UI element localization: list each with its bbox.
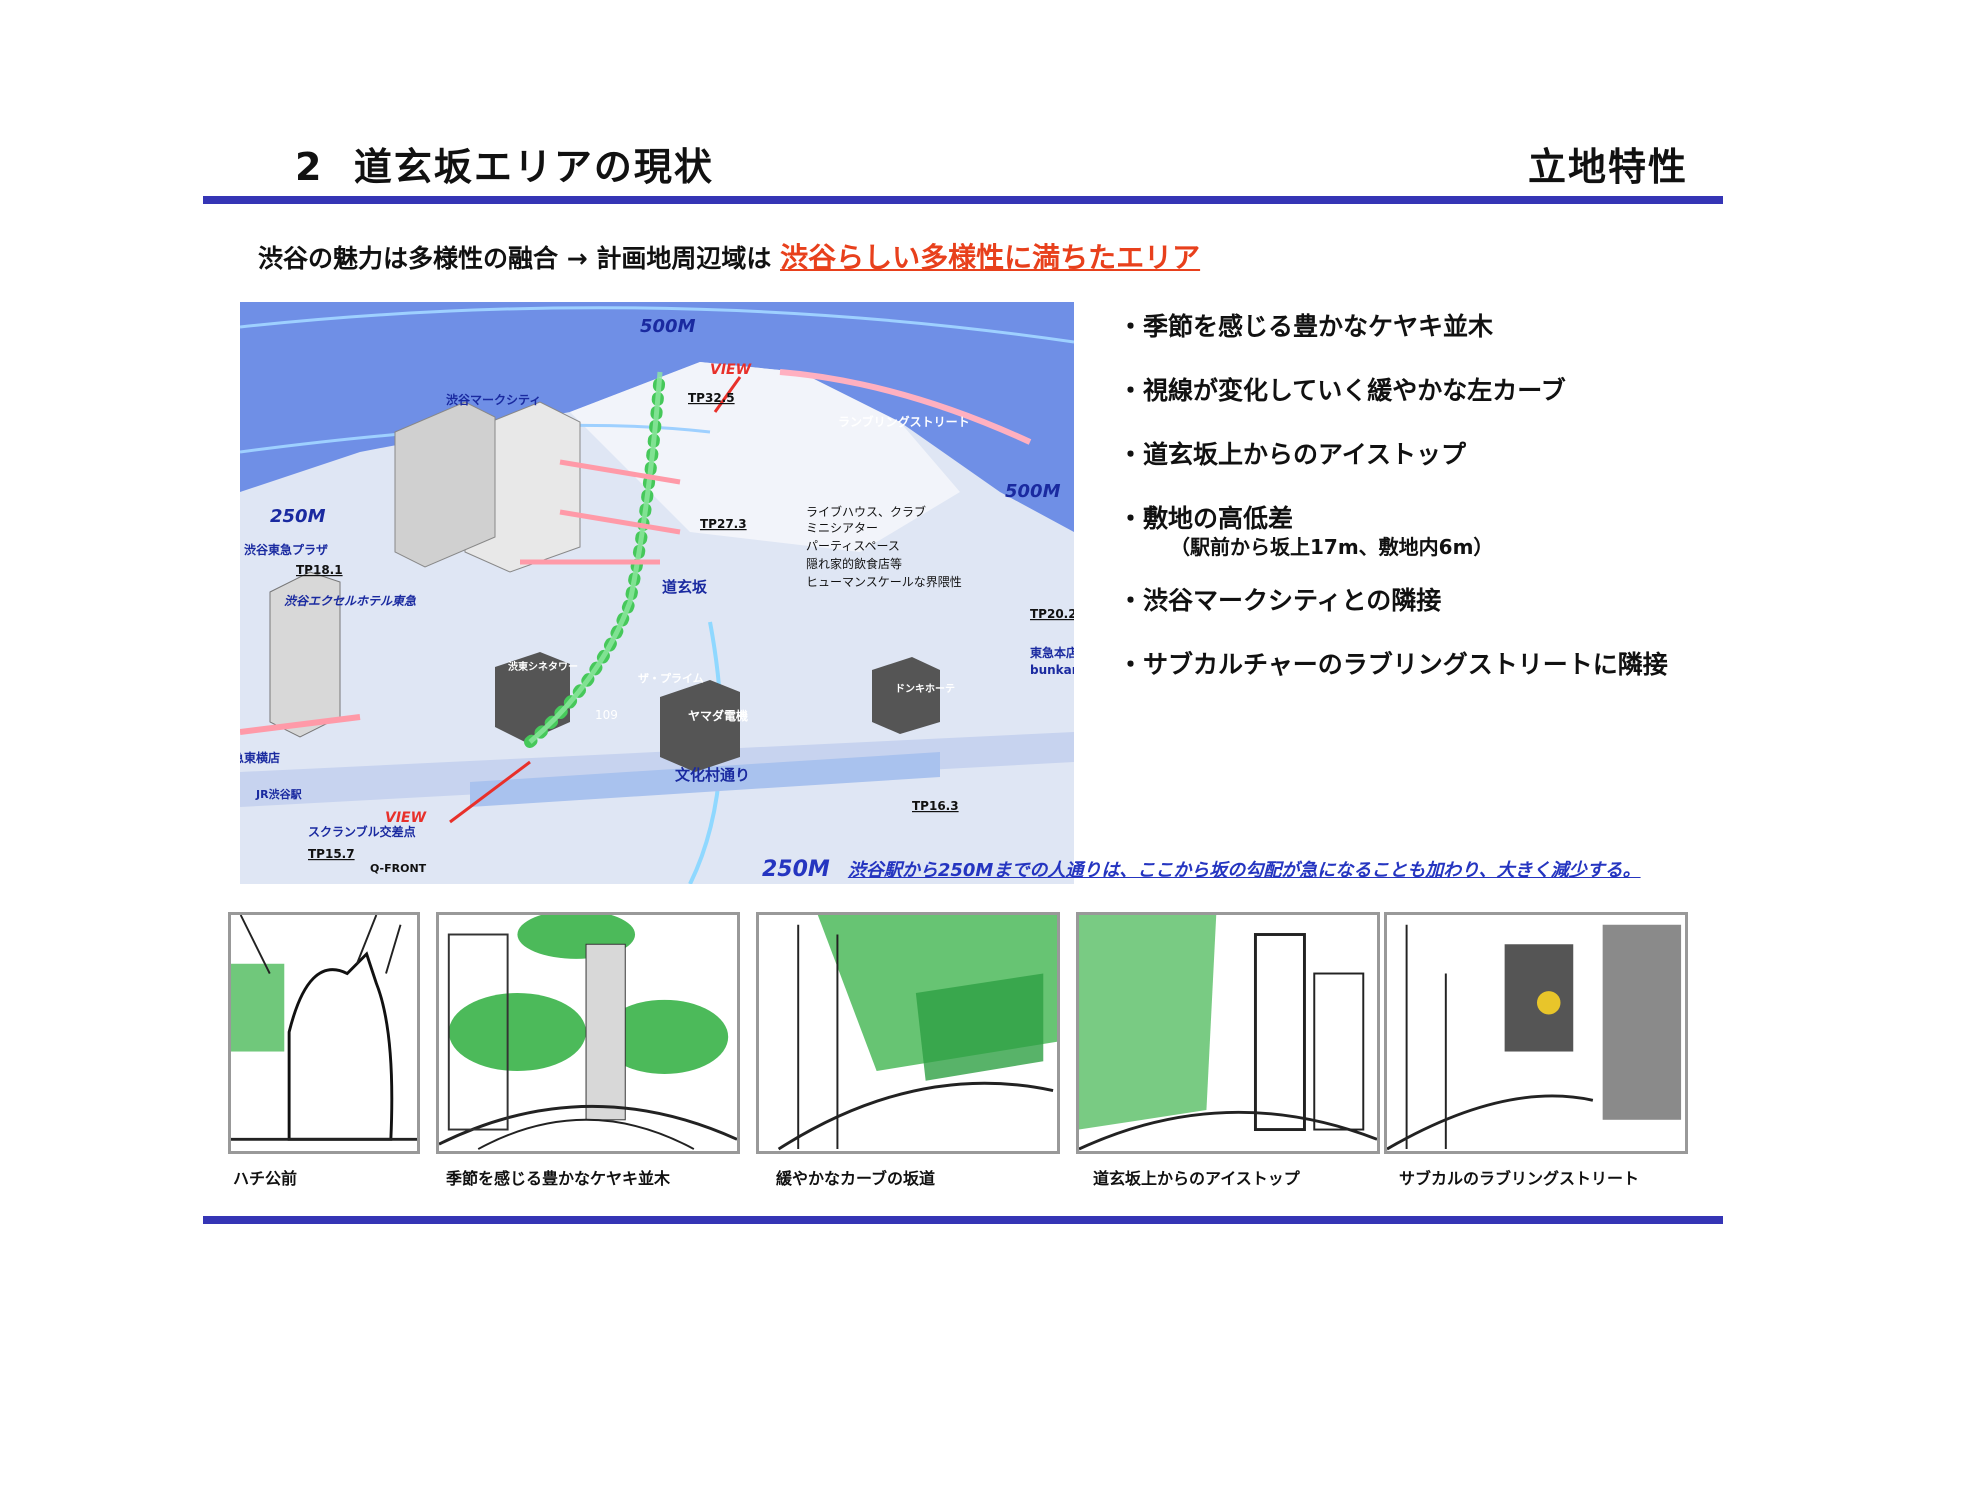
yamada-building — [660, 680, 740, 772]
radius-500-arc — [240, 306, 1074, 344]
mark-city-tower — [394, 401, 496, 568]
bottom-rule — [203, 1216, 1723, 1224]
label-500m-top: 500M — [640, 316, 696, 337]
feature-item: ・視線が変化していく緩やかな左カーブ — [1118, 376, 1566, 405]
label-donki: ドンキホーテ — [895, 683, 955, 695]
sketch-hachiko — [228, 912, 420, 1154]
label-109: 109 — [595, 708, 618, 722]
label-the-prime: ザ・プライム — [638, 671, 704, 685]
rambling-arrow — [779, 369, 1032, 445]
section-category: 立地特性 — [1528, 145, 1689, 189]
label-500m-right: 500M — [1005, 481, 1061, 502]
label-qfront: Q-FRONT — [370, 862, 427, 875]
thumbnail-caption: 緩やかなカーブの坂道 — [776, 1169, 936, 1188]
dogenzaka-route — [528, 371, 663, 744]
label-venue-3: パーティスペース — [806, 539, 900, 553]
label-jr: JR渋谷駅 — [255, 787, 302, 801]
pink-arrow-1 — [559, 459, 681, 485]
label-venue-2: ミニシアター — [806, 521, 878, 535]
pink-arrow-2 — [559, 509, 681, 535]
sketch-rambling-street-drawing — [1387, 915, 1685, 1151]
thumbnail-caption: 季節を感じる豊かなケヤキ並木 — [446, 1169, 671, 1188]
upper-block — [570, 362, 960, 552]
label-tp15: TP15.7 — [308, 847, 355, 861]
label-venue-1: ライブハウス、クラブ — [806, 504, 926, 519]
feature-item: ・サブカルチャーのラブリングストリートに隣接 — [1118, 650, 1668, 679]
feature-subnote: （駅前から坂上17m、敷地内6m） — [1170, 535, 1494, 559]
label-bunkamura: bunkamura — [1030, 663, 1074, 677]
road-band — [240, 732, 1074, 807]
label-tokyu-plaza: 渋谷東急プラザ — [244, 542, 328, 557]
sketch-keyaki-trees — [436, 912, 740, 1154]
map-caption: 250M 渋谷駅から250Mまでの人通りは、ここから坂の勾配が急になることも加わり… — [762, 856, 1641, 882]
caption-text: 渋谷駅から250Mまでの人通りは、ここから坂の勾配が急になることも加わり、大きく… — [847, 860, 1641, 881]
area-map: 500M 500M 250M VIEW VIEW 渋谷マークシティ TP32.5… — [240, 302, 1074, 884]
label-tp18: TP18.1 — [296, 563, 343, 577]
label-tp16: TP16.3 — [912, 799, 959, 813]
section-title: 道玄坂エリアの現状 — [353, 145, 714, 189]
label-tokyu-honten: 東急本店 — [1030, 645, 1074, 660]
label-tp27: TP27.3 — [700, 517, 747, 531]
thumbnail-caption: サブカルのラブリングストリート — [1399, 1169, 1640, 1188]
label-tp32: TP32.5 — [688, 391, 735, 405]
bunkamura-dori-road — [470, 752, 940, 807]
feature-item: ・道玄坂上からのアイストップ — [1118, 440, 1467, 469]
label-venue-4: 隠れ家的飲食店等 — [806, 556, 902, 571]
sketch-eye-stop-drawing — [1079, 915, 1377, 1151]
label-toyoko: 東急東横店 — [240, 750, 280, 765]
feature-item: ・季節を感じる豊かなケヤキ並木 — [1118, 312, 1494, 341]
label-scramble: スクランブル交差点 — [308, 824, 416, 839]
label-venue-5: ヒューマンスケールな界隈性 — [806, 575, 962, 589]
donki-building — [872, 657, 940, 734]
top-rule — [203, 196, 1723, 204]
pink-arrow-4 — [240, 714, 361, 735]
sketch-hachiko-drawing — [231, 915, 417, 1151]
page-title: 2 道玄坂エリアの現状 — [295, 136, 714, 191]
label-view-top: VIEW — [710, 362, 752, 378]
sketch-eye-stop — [1076, 912, 1380, 1154]
label-view-bottom: VIEW — [385, 810, 427, 826]
caption-distance: 250M — [762, 857, 830, 882]
feature-list: ・季節を感じる豊かなケヤキ並木 ・視線が変化していく緩やかな左カーブ ・道玄坂上… — [1118, 310, 1668, 712]
lead-statement: 渋谷の魅力は多様性の融合 → 計画地周辺域は 渋谷らしい多様性に満ちたエリア — [258, 236, 1200, 276]
lead-highlight: 渋谷らしい多様性に満ちたエリア — [780, 241, 1201, 274]
lead-text: 渋谷の魅力は多様性の融合 → 計画地周辺域は — [258, 244, 772, 273]
label-rambling: ランブリングストリート — [838, 414, 970, 429]
sketch-rambling-street — [1384, 912, 1688, 1154]
section-number: 2 — [295, 145, 324, 189]
label-excel-hotel: 渋谷エクセルホテル東急 — [284, 594, 416, 608]
label-tp20: TP20.2 — [1030, 607, 1074, 621]
thumbnail-caption: 道玄坂上からのアイストップ — [1093, 1169, 1300, 1188]
label-shibuya-cinema: 渋東シネタワー — [508, 660, 578, 673]
label-mark-city: 渋谷マークシティ — [446, 392, 541, 407]
feature-item: ・敷地の高低差（駅前から坂上17m、敷地内6m） — [1118, 502, 1668, 584]
view-arrow-top — [713, 376, 742, 413]
label-yamada: ヤマダ電機 — [688, 708, 748, 723]
label-dogenzaka: 道玄坂 — [662, 578, 708, 596]
label-250m-left: 250M — [270, 506, 326, 527]
sketch-curved-slope — [756, 912, 1060, 1154]
view-arrow-bottom — [449, 760, 531, 824]
sketch-curved-slope-drawing — [759, 915, 1057, 1151]
label-bunkamura-dori: 文化村通り — [675, 766, 750, 784]
thumbnail-caption: ハチ公前 — [233, 1169, 298, 1188]
sketch-keyaki-trees-drawing — [439, 915, 737, 1151]
feature-item: ・渋谷マークシティとの隣接 — [1118, 586, 1442, 615]
area-map-drawing: 500M 500M 250M VIEW VIEW 渋谷マークシティ TP32.5… — [240, 302, 1074, 884]
